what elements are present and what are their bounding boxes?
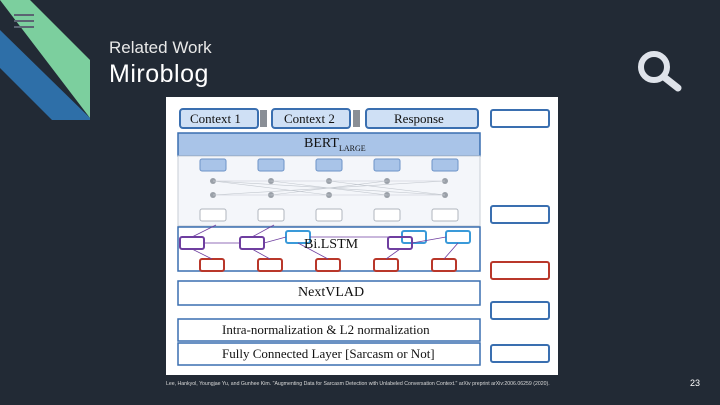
fc-dim-label: C = 2 bbox=[490, 344, 550, 363]
fc-label: Fully Connected Layer [Sarcasm or Not] bbox=[222, 346, 435, 361]
bert-label: BERTLARGE bbox=[304, 136, 366, 153]
input-segment-context1: Context 1 bbox=[190, 111, 241, 126]
bert-dim-label: L × H bbox=[490, 205, 550, 224]
norm-label: Intra-normalization & L2 normalization bbox=[222, 322, 430, 337]
menu-icon[interactable] bbox=[14, 14, 34, 28]
bilstm-dim-label: L × H bbox=[490, 261, 550, 280]
search-icon bbox=[638, 51, 682, 92]
slide-subtitle: Related Work bbox=[109, 38, 212, 57]
page-number: 23 bbox=[690, 378, 701, 388]
input-dim-label: L words bbox=[490, 109, 550, 128]
slide-title: Miroblog bbox=[109, 60, 209, 88]
citation: Lee, Hankyol, Youngjae Yu, and Gunhee Ki… bbox=[166, 381, 550, 387]
netvlad-label: NextVLAD bbox=[298, 285, 365, 300]
bert-subscript: LARGE bbox=[338, 143, 366, 153]
input-segment-response: Response bbox=[394, 111, 444, 126]
input-segment-context2: Context 2 bbox=[284, 111, 335, 126]
netvlad-dim-label: K × D bbox=[490, 301, 550, 320]
architecture-figure: Context 1 Context 2 Response L words BER… bbox=[166, 97, 558, 375]
decorative-stripes bbox=[0, 0, 90, 120]
bilstm-label: Bi.LSTM bbox=[304, 237, 359, 252]
